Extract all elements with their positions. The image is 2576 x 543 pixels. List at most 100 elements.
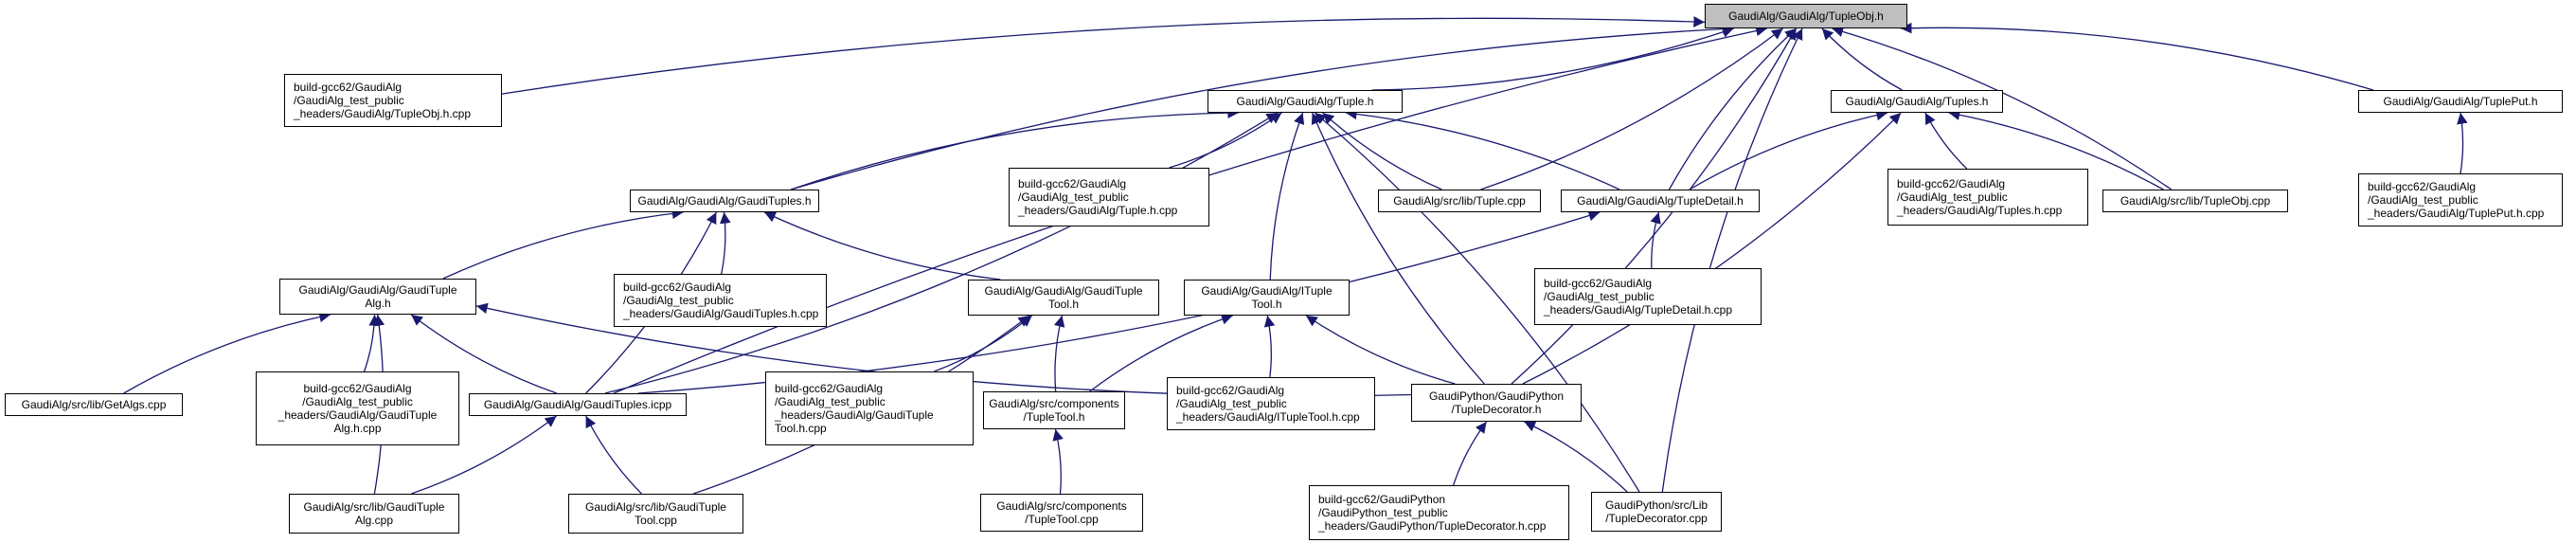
edge-gaudituples-icpp-to-gaudituplealg-h: [410, 314, 558, 394]
node-label-line: /TupleTool.cpp: [1025, 513, 1099, 526]
node-label-line: /GaudiAlg_test_public: [1176, 397, 1287, 410]
node-label-line: GaudiAlg/GaudiAlg/TupleObj.h: [1728, 9, 1884, 23]
node-label-line: /GaudiAlg_test_public: [302, 395, 413, 408]
edge-gaudituplealg-h-to-gaudituples-h: [442, 208, 684, 280]
node-tupleobj-h-cpp[interactable]: build-gcc62/GaudiAlg/GaudiAlg_test_publi…: [284, 74, 502, 127]
node-label-line: GaudiAlg/src/components: [989, 397, 1119, 410]
edge-comp-tupletool-h-to-ituple-tool-h: [1089, 314, 1233, 392]
edge-tupleobj-cpp-to-tuples-h: [1948, 109, 2164, 190]
edge-tupleobj-cpp-to-tupleobj-h: [1832, 26, 2173, 190]
node-ituple-tool-h-cpp[interactable]: build-gcc62/GaudiAlg/GaudiAlg_test_publi…: [1167, 377, 1375, 430]
edge-gaudituples-h-to-tupleobj-h: [791, 23, 1734, 190]
node-label-line: build-gcc62/GaudiAlg: [1176, 384, 1285, 397]
edge-tupledecorator-cpp-to-tuple-h: [1314, 112, 1640, 493]
node-tuple-h-cpp[interactable]: build-gcc62/GaudiAlg/GaudiAlg_test_publi…: [1009, 168, 1209, 226]
edge-tupledetail-h-to-tuples-h: [1689, 109, 1888, 190]
node-label-line: _headers/GaudiPython/TupleDecorator.h.cp…: [1318, 519, 1547, 533]
node-label-line: Alg.h: [365, 297, 391, 310]
edge-gaudituples-h-to-tuple-h: [790, 107, 1239, 190]
node-label-line: /TupleTool.h: [1023, 410, 1085, 424]
edge-tupledecorator-cpp-to-tupleobj-h: [1661, 27, 1803, 493]
node-label-line: /GaudiAlg_test_public: [623, 294, 734, 307]
node-label-line: build-gcc62/GaudiAlg: [1897, 177, 2006, 190]
node-label-line: GaudiAlg/src/components: [996, 499, 1127, 513]
node-label-line: GaudiAlg/src/lib/GetAlgs.cpp: [21, 398, 167, 411]
node-gaudituples-h[interactable]: GaudiAlg/GaudiAlg/GaudiTuples.h: [630, 190, 819, 212]
node-comp-tupletool-cpp[interactable]: GaudiAlg/src/components/TupleTool.cpp: [980, 494, 1143, 532]
node-label-line: GaudiAlg/GaudiAlg/GaudiTuples.icpp: [483, 398, 672, 411]
node-tuples-h[interactable]: GaudiAlg/GaudiAlg/Tuples.h: [1831, 90, 2003, 113]
node-tupledecorator-h-cpp[interactable]: build-gcc62/GaudiPython/GaudiPython_test…: [1309, 485, 1569, 540]
node-label-line: /GaudiAlg_test_public: [1544, 290, 1655, 303]
node-label-line: GaudiAlg/src/lib/Tuple.cpp: [1393, 194, 1526, 208]
node-label-line: Alg.h.cpp: [333, 422, 382, 435]
node-label-line: /TupleDecorator.h: [1451, 403, 1542, 416]
node-tupledetail-h[interactable]: GaudiAlg/GaudiAlg/TupleDetail.h: [1561, 190, 1760, 212]
node-label-line: /GaudiAlg_test_public: [2368, 193, 2478, 207]
node-label-line: _headers/GaudiAlg/TuplePut.h.cpp: [2368, 207, 2545, 220]
node-label-line: GaudiAlg/GaudiAlg/Tuple.h: [1236, 95, 1374, 108]
node-label-line: GaudiAlg/GaudiAlg/GaudiTuple: [984, 284, 1143, 298]
node-label-line: _headers/GaudiAlg/GaudiTuple: [775, 408, 934, 422]
node-label-line: GaudiAlg/GaudiAlg/TuplePut.h: [2383, 95, 2538, 108]
node-tupledecorator-cpp[interactable]: GaudiPython/src/Lib/TupleDecorator.cpp: [1591, 492, 1722, 532]
node-label-line: _headers/GaudiAlg/ITupleTool.h.cpp: [1176, 410, 1360, 424]
node-gaudituples-h-cpp[interactable]: build-gcc62/GaudiAlg/GaudiAlg_test_publi…: [614, 274, 827, 327]
edge-gaudituplealg-h-cpp-to-gaudituplealg-h: [363, 314, 381, 372]
node-label-line: _headers/GaudiAlg/Tuples.h.cpp: [1897, 204, 2063, 217]
edge-tupledecorator-h-to-ituple-tool-h: [1305, 315, 1456, 385]
edge-tuple-h-to-tupleobj-h: [1371, 27, 1734, 91]
node-label-line: GaudiAlg/src/lib/GaudiTuple: [303, 500, 445, 514]
edge-ituple-tool-h-cpp-to-ituple-tool-h: [1263, 315, 1276, 378]
edge-tupledetail-h-to-tuple-h: [1345, 108, 1620, 190]
edge-gaudituplealg-cpp-to-gaudituples-icpp: [411, 415, 557, 495]
node-tuple-h[interactable]: GaudiAlg/GaudiAlg/Tuple.h: [1208, 90, 1403, 113]
node-label-line: Tool.h.cpp: [775, 422, 827, 435]
node-tupleput-h[interactable]: GaudiAlg/GaudiAlg/TuplePut.h: [2358, 90, 2563, 113]
node-label-line: build-gcc62/GaudiAlg: [1018, 177, 1127, 190]
node-comp-tupletool-h[interactable]: GaudiAlg/src/components/TupleTool.h: [983, 391, 1125, 429]
node-label-line: build-gcc62/GaudiAlg: [294, 81, 402, 94]
edge-ituple-tool-h-to-tuple-h: [1269, 112, 1305, 281]
edge-gaudituple-tool-h-to-gaudituples-h: [763, 211, 1001, 281]
node-label-line: build-gcc62/GaudiAlg: [1544, 277, 1653, 290]
node-gaudituplealg-h-cpp[interactable]: build-gcc62/GaudiAlg/GaudiAlg_test_publi…: [256, 371, 459, 445]
edge-tupledecorator-cpp-to-tupledecorator-h: [1524, 421, 1628, 493]
edge-tupleput-h-cpp-to-tupleput-h: [2457, 112, 2468, 174]
edge-gaudituple-tool-cpp-to-gaudituples-icpp: [585, 415, 642, 495]
node-gaudituple-tool-h-cpp[interactable]: build-gcc62/GaudiAlg/GaudiAlg_test_publi…: [765, 371, 974, 445]
node-getalgs-cpp[interactable]: GaudiAlg/src/lib/GetAlgs.cpp: [5, 393, 183, 416]
node-tuple-cpp[interactable]: GaudiAlg/src/lib/Tuple.cpp: [1378, 190, 1541, 212]
node-label-line: build-gcc62/GaudiAlg: [2368, 180, 2477, 193]
node-label-line: _headers/GaudiAlg/GaudiTuple: [277, 408, 438, 422]
node-tupleobj-cpp[interactable]: GaudiAlg/src/lib/TupleObj.cpp: [2102, 190, 2288, 212]
node-label-line: Tool.h: [1047, 298, 1080, 311]
node-label-line: Tool.h: [1251, 298, 1282, 311]
node-tupledetail-h-cpp[interactable]: build-gcc62/GaudiAlg/GaudiAlg_test_publi…: [1534, 268, 1762, 325]
node-tuples-h-cpp[interactable]: build-gcc62/GaudiAlg/GaudiAlg_test_publi…: [1887, 169, 2088, 226]
node-label-line: /GaudiAlg_test_public: [1018, 190, 1129, 204]
node-tupleobj-h[interactable]: GaudiAlg/GaudiAlg/TupleObj.h: [1705, 4, 1907, 28]
node-label-line: /GaudiAlg_test_public: [294, 94, 404, 107]
edge-tupledecorator-h-to-tupleobj-h: [1511, 27, 1798, 385]
node-tupledecorator-h[interactable]: GaudiPython/GaudiPython/TupleDecorator.h: [1411, 384, 1582, 422]
node-label-line: GaudiAlg/GaudiAlg/Tuples.h: [1845, 95, 1989, 108]
node-label-line: GaudiAlg/GaudiAlg/TupleDetail.h: [1577, 194, 1744, 208]
node-gaudituples-icpp[interactable]: GaudiAlg/GaudiAlg/GaudiTuples.icpp: [469, 393, 687, 416]
node-label-line: _headers/GaudiAlg/GaudiTuples.h.cpp: [623, 307, 819, 320]
node-label-line: /GaudiAlg_test_public: [1897, 190, 2008, 204]
node-label-line: GaudiAlg/GaudiAlg/ITuple: [1201, 284, 1333, 298]
node-label-line: Alg.cpp: [354, 514, 394, 527]
edge-tupledecorator-h-to-tuples-h: [1522, 112, 1902, 385]
node-label-line: GaudiAlg/src/lib/TupleObj.cpp: [2120, 194, 2271, 208]
edge-gaudituples-h-cpp-to-gaudituples-h: [720, 211, 731, 275]
node-tupleput-h-cpp[interactable]: build-gcc62/GaudiAlg/GaudiAlg_test_publi…: [2358, 173, 2563, 226]
node-label-line: GaudiAlg/GaudiAlg/GaudiTuple: [298, 283, 457, 297]
edge-tuple-cpp-to-tuple-h: [1322, 112, 1442, 190]
edge-tupledetail-h-to-tupleobj-h: [1668, 27, 1798, 190]
